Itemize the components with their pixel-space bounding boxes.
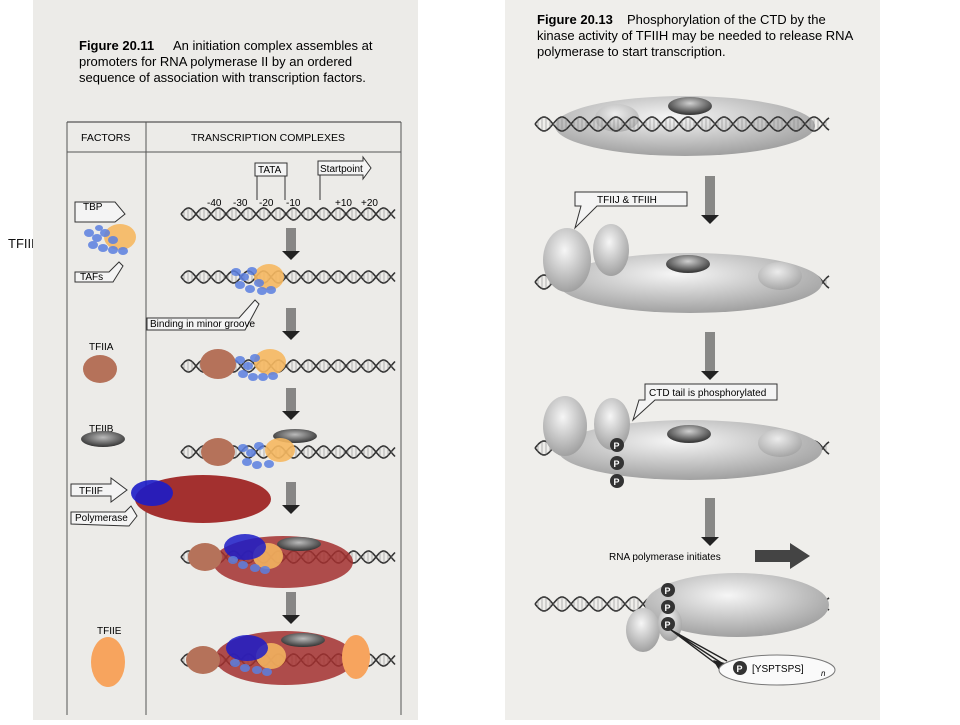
figure-number: Figure 20.11 [79,38,154,53]
tfiid-factor [84,224,136,255]
figure-number: Figure 20.13 [537,12,613,27]
step-arrows [701,176,719,546]
factors-header: FACTORS [81,132,130,144]
initiates-label: RNA polymerase initiates [609,552,721,563]
stage-3-complex [543,396,822,480]
pos-minus40: -40 [207,198,222,209]
caption-line-1: Phosphorylation of the CTD by the [627,12,826,27]
figure-20-11-panel: Figure 20.11 An initiation complex assem… [33,0,418,720]
phosphate-group-stage-3: P P P [610,438,624,488]
svg-text:P: P [665,603,671,613]
repeat-subscript: n [821,669,826,678]
polymerase-callout [70,505,138,527]
tfiif-shape [131,480,173,506]
repeat-phosphate [733,661,747,675]
tfiib-label: TFIIB [89,424,114,435]
arrow-3 [701,498,719,546]
tfiid-side-label: TFIID [8,236,41,251]
tafs-label: TAFs [80,272,103,283]
tafs-callout [74,261,124,283]
svg-text:P: P [614,441,620,451]
caption-line-2: promoters for RNA polymerase II by an or… [79,54,352,69]
svg-text:P: P [614,459,620,469]
tbp-callout [74,201,126,223]
dna-helices [534,116,830,612]
phosphate-group-stage-4: P P P [661,583,675,631]
tata-box [254,162,288,177]
figure-20-13-panel: Figure 20.13 Phosphorylation of the CTD … [505,0,880,720]
arrow-2 [282,308,300,340]
helix-stage-1 [534,116,830,132]
arrow-3 [282,388,300,420]
arrow-2 [701,332,719,380]
arrow-1 [282,228,300,260]
pos-minus30: -30 [233,198,248,209]
table-frame [66,121,402,715]
repeat-ellipse [718,654,836,686]
ctd-callout [632,383,778,422]
caption-line-1: An initiation complex assembles at [173,38,373,53]
caption-line-3: sequence of association with transcripti… [79,70,366,85]
tfiif-label: TFIIF [79,486,103,497]
polymerase-label: Polymerase [75,513,128,524]
repeat-sequence: [YSPTSPS] [752,664,804,675]
tfiij-tfiih-label: TFIIJ & TFIIH [597,195,657,206]
pos-minus20: -20 [259,198,274,209]
initiates-arrow [755,543,810,569]
complex-tfiia [200,349,286,381]
pos-plus10: +10 [335,198,352,209]
helix-step-1 [180,270,396,284]
stage-4-complex [626,573,829,652]
position-labels: -40 -30 -20 -10 +10 +20 [207,198,378,209]
minor-groove-callout [146,299,260,331]
caption-line-3: polymerase to start transcription. [537,44,726,59]
tfiij-tfiih-callout [574,191,688,230]
helix-promoter [180,207,396,221]
step-arrows [282,228,300,624]
complex-tfiid [231,264,284,295]
startpoint-label: Startpoint [320,164,363,175]
startpoint-arrow [317,155,372,181]
pos-minus10: -10 [286,198,301,209]
tbp-shape [104,224,136,250]
tfiia-shape [83,355,117,383]
arrow-5 [282,592,300,624]
complex-tfiie [186,631,370,685]
tbp-label: TBP [83,202,103,213]
ctd-tail-arrowhead [713,660,729,670]
complex-tfiib [201,429,317,469]
ctd-tail-lines [670,629,728,667]
svg-text:P: P [614,477,620,487]
repeat-phosphate-label: P [737,664,743,674]
minor-groove-label: Binding in minor groove [150,319,255,330]
figure-20-11-diagram: Figure 20.11 An initiation complex assem… [66,38,402,715]
tfiia-label: TFIIA [89,342,114,353]
tfiif-callout [70,477,128,503]
tata-label: TATA [258,165,282,176]
tfiie-label: TFIIE [97,626,122,637]
figure-20-13-diagram: Figure 20.13 Phosphorylation of the CTD … [534,12,854,686]
taf-subunits [84,225,128,255]
ctd-label: CTD tail is phosphorylated [649,388,766,399]
stage-2-complex [543,224,822,313]
svg-text:P: P [665,620,671,630]
complex-polymerase [188,534,353,588]
tfiie-shape [91,637,125,687]
svg-text:P: P [665,586,671,596]
pos-plus20: +20 [361,198,378,209]
caption-line-2: kinase activity of TFIIH may be needed t… [537,28,854,43]
tfiib-shape [81,431,125,447]
complexes-header: TRANSCRIPTION COMPLEXES [191,132,345,144]
arrow-1 [701,176,719,224]
arrow-4 [282,482,300,514]
